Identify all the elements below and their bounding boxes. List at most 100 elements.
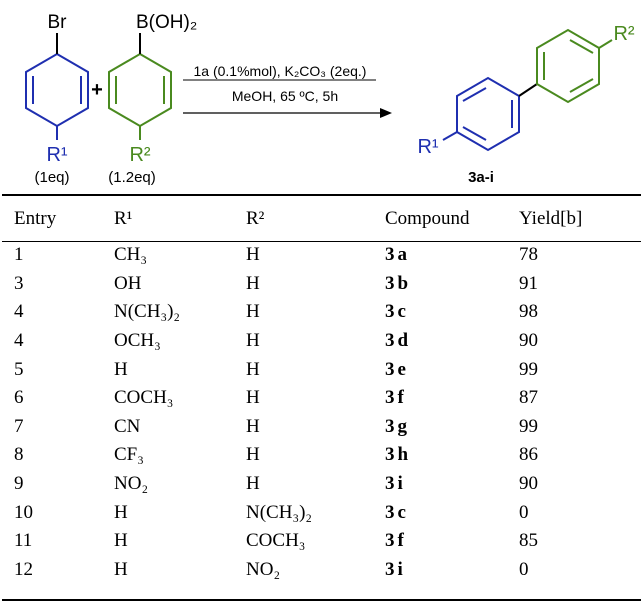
cell-entry: 7 bbox=[14, 415, 24, 437]
cell-entry: 4 bbox=[14, 301, 24, 323]
table-bottom-rule bbox=[2, 599, 641, 601]
cell-entry: 5 bbox=[14, 358, 24, 380]
product-r2-label: R² bbox=[613, 23, 634, 45]
product-right-double-bond bbox=[569, 78, 594, 93]
product-right-double-bond bbox=[569, 39, 594, 54]
reactant2-r2-label: R² bbox=[129, 144, 150, 166]
plus-sign: + bbox=[91, 79, 103, 101]
header-r1: R¹ bbox=[114, 208, 133, 229]
table-top-rule bbox=[2, 194, 641, 196]
conditions-line2: MeOH, 65 ºC, 5h bbox=[232, 88, 338, 104]
cell-entry: 12 bbox=[14, 558, 33, 580]
cell-entry: 9 bbox=[14, 473, 24, 495]
cell-entry: 4 bbox=[14, 330, 24, 352]
cell-r1: OCH₃ bbox=[114, 330, 161, 352]
cell-yield: 99 bbox=[519, 415, 538, 437]
cell-r1: CH₃ bbox=[114, 244, 148, 266]
table-header-row: Entry R¹ R² Compound Yield[b] bbox=[14, 197, 619, 241]
cell-r2: COCH₃ bbox=[246, 530, 306, 552]
cell-yield: 99 bbox=[519, 358, 538, 380]
reactant1-equiv: (1eq) bbox=[34, 169, 69, 186]
product-r1-label: R¹ bbox=[417, 136, 438, 158]
reactant1-structure bbox=[25, 33, 89, 140]
cell-r2: H bbox=[246, 358, 260, 380]
reactant1-ring bbox=[25, 52, 89, 128]
cell-r2: N(CH₃)₂ bbox=[246, 501, 313, 523]
cell-yield: 78 bbox=[519, 244, 538, 266]
product-label: 3a-i bbox=[468, 169, 494, 186]
product-left-double-bond bbox=[462, 87, 487, 102]
cell-yield: 90 bbox=[519, 473, 538, 495]
cell-r1: CF₃ bbox=[114, 444, 144, 466]
cell-yield: 90 bbox=[519, 330, 538, 352]
header-yield: Yield[b] bbox=[519, 208, 583, 229]
cell-r2: H bbox=[246, 244, 260, 266]
cell-entry: 10 bbox=[14, 501, 33, 523]
cell-r1: H bbox=[114, 558, 128, 580]
conditions-line1: 1a (0.1%mol), K₂CO₃ (2eq.) bbox=[194, 63, 367, 79]
cell-r1: OH bbox=[114, 272, 142, 294]
cell-yield: 91 bbox=[519, 272, 538, 294]
reactant2-ring bbox=[108, 52, 172, 128]
reaction-scheme: Br R¹ (1eq) + B(OH)₂ R² (1.2eq) 1a (0.1%… bbox=[25, 12, 635, 186]
header-compound: Compound bbox=[385, 208, 470, 229]
cell-r2: H bbox=[246, 301, 260, 323]
reactant2-structure bbox=[108, 33, 172, 140]
cell-yield: 87 bbox=[519, 387, 538, 409]
cell-entry: 3 bbox=[14, 272, 24, 294]
cell-yield: 86 bbox=[519, 444, 538, 466]
cell-entry: 1 bbox=[14, 244, 24, 266]
product-left-double-bond bbox=[462, 126, 487, 141]
cell-entry: 6 bbox=[14, 387, 24, 409]
cell-r1: NO₂ bbox=[114, 473, 149, 495]
reaction-arrow-head bbox=[380, 108, 392, 118]
cell-r2: H bbox=[246, 444, 260, 466]
cell-yield: 0 bbox=[519, 501, 529, 523]
cell-yield: 98 bbox=[519, 301, 538, 323]
cell-r2: H bbox=[246, 473, 260, 495]
cell-r1: H bbox=[114, 358, 128, 380]
product-structure bbox=[442, 28, 613, 152]
reactant2-equiv: (1.2eq) bbox=[108, 169, 156, 186]
cell-entry: 11 bbox=[14, 530, 33, 552]
cell-r1: H bbox=[114, 530, 128, 552]
reactant2-boronic-label: B(OH)₂ bbox=[136, 12, 197, 33]
reactant1-r1-label: R¹ bbox=[46, 144, 67, 166]
product-biaryl-bond bbox=[518, 83, 538, 97]
cell-r2: NO₂ bbox=[246, 558, 281, 580]
header-r2: R² bbox=[246, 208, 265, 229]
cell-entry: 8 bbox=[14, 444, 24, 466]
header-entry: Entry bbox=[14, 208, 57, 229]
cell-r1: H bbox=[114, 501, 128, 523]
reactant1-br-label: Br bbox=[48, 12, 68, 33]
cell-r1: CN bbox=[114, 415, 141, 437]
product-r1-bond bbox=[442, 131, 458, 141]
product-r2-bond bbox=[598, 39, 613, 49]
cell-yield: 85 bbox=[519, 530, 538, 552]
product-ring-left bbox=[456, 76, 520, 152]
cell-r2: H bbox=[246, 387, 260, 409]
